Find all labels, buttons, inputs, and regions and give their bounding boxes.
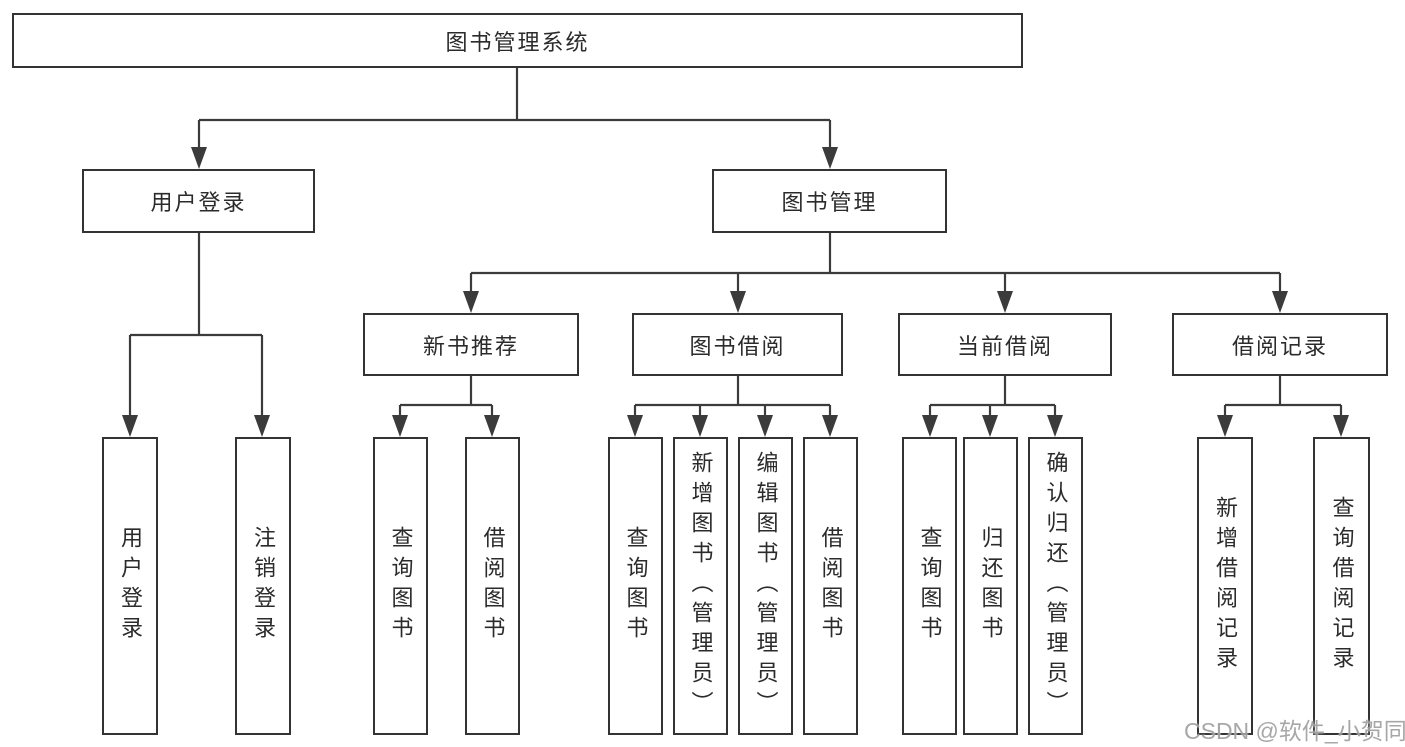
leaf-query-borrow-record: 查询借阅记录: [1313, 437, 1370, 735]
leaf-current-query-book-label: 查询图书: [917, 526, 943, 646]
leaf-rec-query-book-label: 查询图书: [388, 526, 414, 646]
connector-book-borrow-to-leaves: [627, 376, 838, 437]
connector-current-borrow-to-leaves: [922, 376, 1063, 437]
connector-new-book-rec-to-leaves: [392, 376, 500, 437]
leaf-add-borrow-record: 新增借阅记录: [1197, 437, 1253, 735]
leaf-edit-book-admin-label: 编辑图书（管理员）: [753, 451, 779, 721]
leaf-current-query-book: 查询图书: [902, 437, 957, 735]
node-root: 图书管理系统: [12, 13, 1023, 68]
node-new-book-rec: 新书推荐: [363, 313, 579, 376]
node-book-mgmt-label: 图书管理: [781, 190, 878, 215]
leaf-query-borrow-record-label: 查询借阅记录: [1329, 496, 1355, 676]
node-book-mgmt: 图书管理: [712, 169, 947, 233]
leaf-edit-book-admin: 编辑图书（管理员）: [738, 437, 793, 735]
csdn-watermark: CSDN @软件_小贺同学: [1184, 718, 1405, 744]
leaf-rec-query-book: 查询图书: [373, 437, 428, 735]
connector-borrow-records-to-leaves: [1217, 376, 1349, 437]
connector-user-login-to-leaves: [122, 233, 270, 437]
leaf-logout-label: 注销登录: [251, 526, 276, 646]
leaf-borrow-book-label: 借阅图书: [818, 526, 844, 646]
node-borrow-records: 借阅记录: [1172, 313, 1388, 376]
leaf-add-book-admin-label: 新增图书（管理员）: [688, 451, 714, 721]
leaf-logout: 注销登录: [235, 437, 291, 735]
connector-root-to-level1: [191, 68, 838, 169]
leaf-user-login-label: 用户登录: [118, 526, 143, 646]
leaf-user-login: 用户登录: [102, 437, 158, 735]
leaf-add-borrow-record-label: 新增借阅记录: [1213, 496, 1238, 676]
node-root-label: 图书管理系统: [445, 29, 590, 55]
leaf-borrow-query-book: 查询图书: [608, 437, 663, 735]
node-user-login: 用户登录: [82, 169, 315, 233]
leaf-confirm-return-admin: 确认归还（管理员）: [1028, 437, 1083, 735]
connector-book-mgmt-to-level2: [463, 233, 1288, 313]
node-book-borrow-label: 图书借阅: [689, 333, 786, 359]
node-new-book-rec-label: 新书推荐: [422, 333, 519, 359]
leaf-return-book: 归还图书: [963, 437, 1018, 735]
node-current-borrow: 当前借阅: [898, 313, 1112, 376]
leaf-add-book-admin: 新增图书（管理员）: [673, 437, 728, 735]
node-current-borrow-label: 当前借阅: [956, 333, 1053, 359]
leaf-return-book-label: 归还图书: [978, 526, 1004, 646]
node-book-borrow: 图书借阅: [632, 313, 843, 376]
leaf-confirm-return-admin-label: 确认归还（管理员）: [1043, 451, 1069, 721]
leaf-rec-borrow-book-label: 借阅图书: [480, 526, 506, 646]
node-user-login-label: 用户登录: [150, 190, 247, 215]
leaf-rec-borrow-book: 借阅图书: [465, 437, 520, 735]
leaf-borrow-query-book-label: 查询图书: [623, 526, 649, 646]
leaf-borrow-book: 借阅图书: [803, 437, 858, 735]
node-borrow-records-label: 借阅记录: [1231, 333, 1328, 359]
